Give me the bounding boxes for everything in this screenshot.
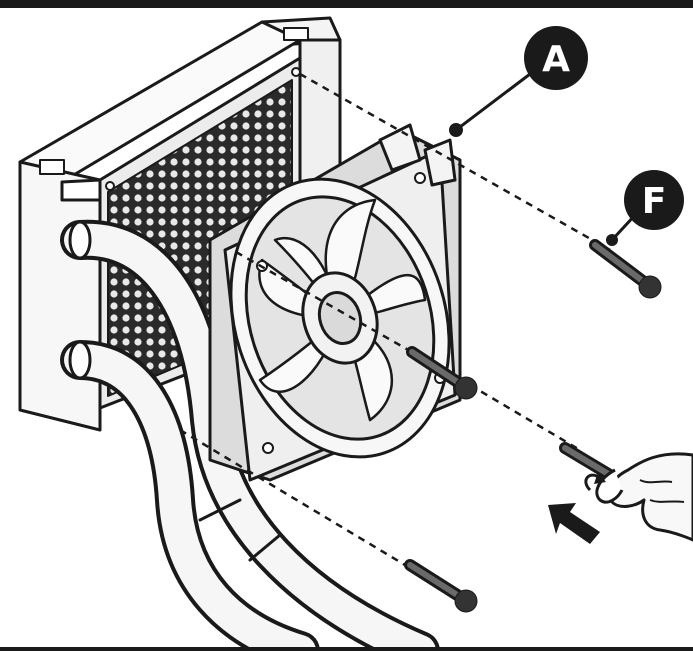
screw-icon — [404, 239, 662, 613]
callout-a: A — [449, 26, 588, 137]
callout-a-label: A — [542, 39, 570, 80]
callout-f-label: F — [642, 181, 667, 222]
bottom-border — [0, 647, 693, 651]
push-arrow-icon — [548, 472, 606, 544]
hand-icon — [595, 452, 693, 542]
callout-f: F — [606, 170, 684, 246]
top-border — [0, 0, 693, 8]
